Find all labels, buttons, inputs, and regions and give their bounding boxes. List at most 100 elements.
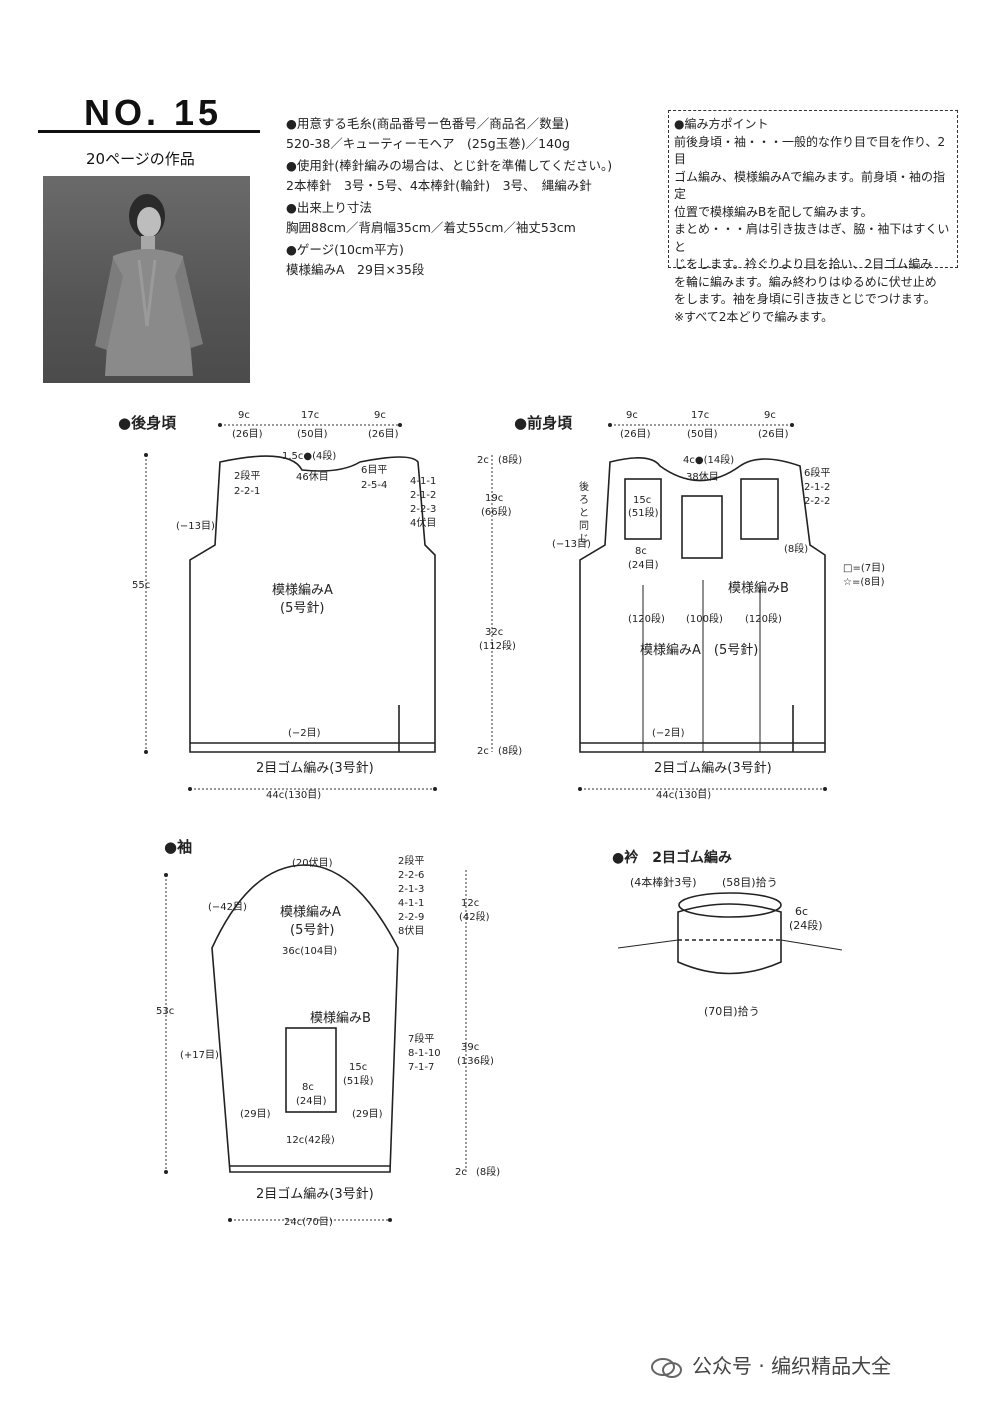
front-bind-off: 38休目 xyxy=(686,471,719,483)
front-b15: 15c xyxy=(633,495,651,506)
back-bind-off: 46休目 xyxy=(296,471,329,483)
back-arm-dec: 4伏目 xyxy=(410,516,436,529)
back-right-dec: 2-5-4 xyxy=(361,480,387,491)
front-rows: (100段) xyxy=(686,612,723,625)
knitting-notes: ●編み方ポイント 前後身頃・袖・・・一般的な作り目で目を作り、2目 ゴム編み、模… xyxy=(668,110,958,324)
mid-r1: (8段) xyxy=(498,453,522,466)
gauge-title: ●ゲージ(10cm平方) xyxy=(286,242,404,257)
front-neck: 4c●(14段) xyxy=(683,453,734,466)
front-title: ●前身頃 xyxy=(514,414,573,432)
collar-h6: (24段) xyxy=(789,918,823,932)
sleeve-cap-h: 12c xyxy=(461,898,479,909)
back-st50: (50目) xyxy=(297,429,328,440)
front-st26: (26目) xyxy=(620,429,651,440)
back-right-dec: 6目平 xyxy=(361,465,387,476)
sleeve-patternB: 模様編みB xyxy=(310,1010,371,1026)
back-left-dec: 2段平 xyxy=(234,469,260,482)
front-right-dec: 2-2-2 xyxy=(804,496,830,507)
sleeve-cap: 8伏目 xyxy=(398,924,424,937)
back-body-outline xyxy=(189,455,436,753)
sleeve-w36: 36c(104目) xyxy=(282,946,337,957)
sleeve-cap-h: (42段) xyxy=(459,910,490,923)
back-top-9c: 9c xyxy=(238,410,250,421)
gauge-value: 模様編みA 29目×35段 xyxy=(286,262,425,277)
sleeve-plus17: (+17目) xyxy=(180,1050,219,1061)
front-eight-rows: (8段) xyxy=(784,542,808,555)
sleeve-b15: 15c xyxy=(349,1062,367,1073)
sleeve-inc: 8-1-10 xyxy=(408,1048,441,1059)
front-top-17c: 17c xyxy=(691,410,709,421)
notes-line: ゴム編み、模様編みAで編みます。前身頃・袖の指定 xyxy=(674,169,946,202)
front-patternB: 模様編みB xyxy=(728,580,789,596)
back-st26-b: (26目) xyxy=(368,429,399,440)
pattern-number: NO. 15 xyxy=(84,92,223,133)
collar-h6: 6c xyxy=(795,905,808,918)
back-needle: (5号針) xyxy=(280,601,324,616)
front-b15: (51段) xyxy=(628,506,659,519)
sleeve-cap: 2-2-9 xyxy=(398,912,424,923)
sleeve-inc: 7段平 xyxy=(408,1032,434,1045)
sleeve-h2: 2c xyxy=(455,1167,467,1178)
notes-title: ●編み方ポイント xyxy=(674,117,769,131)
model-photo xyxy=(43,176,250,383)
sleeve-pattern: 模様編みA xyxy=(280,904,341,920)
wechat-icon xyxy=(650,1357,684,1379)
yarn-title: ●用意する毛糸(商品番号ー色番号／商品名／数量) xyxy=(286,116,570,131)
front-st26-b: (26目) xyxy=(758,429,789,440)
sleeve-rib: 2目ゴム編み(3号針) xyxy=(256,1186,374,1202)
front-same-as-back: 後 xyxy=(579,480,589,493)
yarn-value: 520-38／キューティーモヘア (25g玉巻)／140g xyxy=(286,136,570,151)
collar-needle: (4本棒針3号) xyxy=(630,875,697,889)
title-rule xyxy=(38,130,260,133)
notes-line: を輪に編みます。編み終わりはゆるめに伏せ止め xyxy=(674,274,937,289)
back-pattern: 模様編みA xyxy=(272,582,333,598)
notes-line: をします。袖を身頃に引き抜きとじでつけます。 xyxy=(674,292,936,306)
front-b8: (24目) xyxy=(628,560,659,571)
notes-line: 前後身頃・袖・・・一般的な作り目で目を作り、2目 xyxy=(674,134,946,167)
sleeve-h39: (136段) xyxy=(457,1054,494,1067)
front-same-as-back: ろ xyxy=(579,495,589,506)
front-legend: □=(7目) xyxy=(843,563,885,574)
front-top-9c: 9c xyxy=(626,410,638,421)
mid-r2: (66段) xyxy=(481,505,512,518)
size-title: ●出来上り寸法 xyxy=(286,200,372,215)
notes-line: まとめ・・・肩は引き抜きはぎ、脇・袖下はすくいと xyxy=(674,222,950,254)
collar-outline xyxy=(677,903,782,975)
sleeve-needle: (5号針) xyxy=(290,923,334,938)
collar-title: ●衿 2目ゴム編み xyxy=(612,849,732,866)
front-st50: (50目) xyxy=(687,429,718,440)
front-right-dec: 6段平 xyxy=(804,466,830,479)
sleeve-outline xyxy=(211,864,399,1173)
back-height: 55c xyxy=(132,580,150,591)
mid-r2: 19c xyxy=(485,493,503,504)
back-minus13: (−13目) xyxy=(176,521,215,532)
front-rib: 2目ゴム編み(3号針) xyxy=(654,760,772,776)
mid-r1: 2c xyxy=(477,455,489,466)
sleeve-b8: 8c xyxy=(302,1082,314,1093)
mid-r3: (112段) xyxy=(479,639,516,652)
back-left-dec: 2-2-1 xyxy=(234,486,260,497)
mid-r3: 32c xyxy=(485,627,503,638)
front-right-dec: 2-1-2 xyxy=(804,482,830,493)
front-body-outline xyxy=(579,457,826,753)
sleeve-cap: 2-1-3 xyxy=(398,884,424,895)
back-top-9c-b: 9c xyxy=(374,410,386,421)
mid-r4: 2c xyxy=(477,746,489,757)
back-width: 44c(130目) xyxy=(266,790,321,801)
front-rows: (120段) xyxy=(745,612,782,625)
sleeve-title: ●袖 xyxy=(164,838,192,856)
sleeve-st29: (29目) xyxy=(240,1109,271,1120)
back-neck-depth: 1.5c●(4段) xyxy=(282,449,336,462)
notes-line: ※すべて2本どりで編みます。 xyxy=(674,309,834,324)
sleeve-h39: 39c xyxy=(461,1042,479,1053)
sleeve-h2: (8段) xyxy=(476,1165,500,1178)
back-arm-dec: 2-2-3 xyxy=(410,504,436,515)
sleeve-cap: 2-2-6 xyxy=(398,870,424,881)
back-st26: (26目) xyxy=(232,429,263,440)
back-arm-dec: 2-1-2 xyxy=(410,490,436,501)
watermark: 公众号 · 编织精品大全 xyxy=(650,1350,891,1379)
model-silhouette xyxy=(95,194,203,376)
collar-pick70: (70目)拾う xyxy=(704,1004,760,1018)
sleeve-w12: 12c(42段) xyxy=(286,1133,335,1146)
